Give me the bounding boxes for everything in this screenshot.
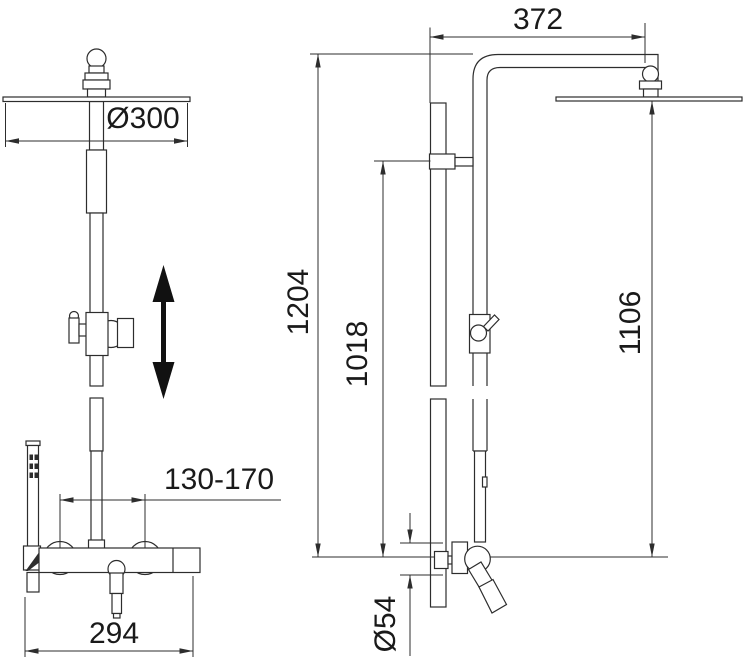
dim-label-riser-height: 1018 [341,320,374,388]
dim-label-escutcheon-diameter: Ø54 [369,595,402,653]
dim-label-total-height: 1204 [282,268,315,336]
dim-label-head-height: 1106 [614,290,647,356]
front-slider [68,310,135,357]
height-adjust-arrow-icon [152,265,175,399]
dim-head-diameter [5,103,188,147]
side-view [310,23,743,656]
dim-total-height [310,53,473,557]
side-slider [468,313,500,354]
dim-mount-spacing [59,494,281,548]
side-ball-joint-top [641,65,660,83]
dim-escutcheon-diameter [400,513,443,656]
side-column-and-arm [472,53,659,543]
side-top-bracket [428,153,474,170]
front-mixer-body [38,540,201,619]
side-shower-head-plate [555,96,743,102]
side-hand-shower [467,561,508,614]
dim-label-mount-spacing: 130-170 [163,463,275,496]
front-view [2,48,281,657]
front-top-ball-joint [82,48,111,98]
dim-label-head-diameter: Ø300 [106,102,180,135]
side-mixer-assembly [433,541,508,614]
front-hand-shower [22,440,42,593]
hand-shower-spray-face [29,454,38,478]
mixer-lever-handle [107,559,126,619]
side-mixer-knob [433,550,449,570]
dim-overall-width [24,576,194,657]
dim-label-arm-reach: 372 [512,3,564,36]
dim-label-overall-width: 294 [88,617,140,650]
side-shower-head [555,65,743,102]
front-shower-head-plate [2,96,191,103]
side-slide-bar [429,102,447,608]
dim-arm-reach [429,23,646,103]
dim-riser-height [374,160,431,557]
dim-head-height [649,101,655,557]
